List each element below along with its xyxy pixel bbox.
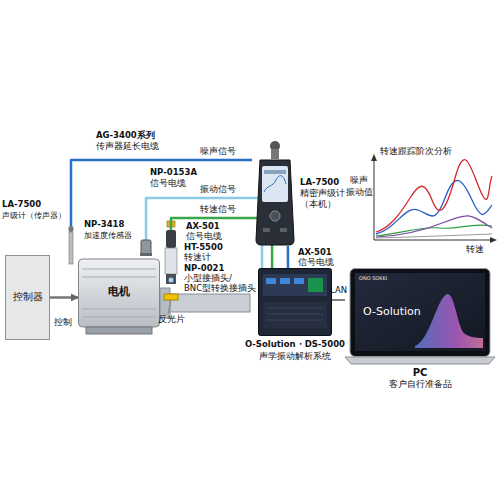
device-name: 声级计（传声器）	[2, 211, 66, 220]
node-label: 控制器	[5, 291, 50, 303]
sound-level-meter-shape	[252, 140, 298, 246]
cable-description: 信号电缆	[186, 232, 222, 242]
model-number: LA-7500	[300, 178, 339, 188]
axis-arrow	[490, 237, 497, 243]
accelerometer: NP-3418加速度传感器	[140, 240, 152, 256]
accelerometer-shape	[140, 240, 152, 256]
chart-curve	[376, 234, 492, 238]
part-description: BNC型转换接插头	[184, 284, 256, 294]
device-name: 加速度传感器	[84, 231, 132, 240]
cable-name: AG-3400系列	[96, 131, 155, 141]
part-description: 小型接插头/	[184, 274, 232, 284]
microphone-shape	[67, 226, 75, 264]
signal-cable	[146, 198, 262, 268]
device-note: （本机）	[300, 200, 336, 210]
model-number: LA-7500	[2, 200, 41, 210]
signal-label: LAN	[330, 286, 347, 296]
axis-label: 噪声	[350, 176, 368, 186]
signal-cable	[71, 160, 252, 226]
controller-box: 控制器	[5, 255, 50, 340]
part-number: NP-0021	[184, 264, 224, 274]
cable-description: 传声器延长电缆	[96, 142, 159, 152]
device-note: 客户自行准备品	[345, 379, 495, 389]
part-name: 反光片	[158, 315, 185, 325]
motor-shaft	[160, 294, 250, 312]
signal-cable	[332, 299, 345, 301]
model-number: O-Solution・DS-5000	[236, 340, 354, 350]
shaft-flange	[160, 288, 170, 318]
axis-label: 转速	[466, 245, 484, 255]
cable-description: 信号电缆	[150, 179, 186, 189]
motor: 电机	[78, 255, 160, 335]
tachometer-shape	[164, 230, 178, 284]
device-name: 声学振动解析系统	[236, 352, 354, 362]
axis-label: 振动值	[346, 188, 373, 198]
screen-logo: ONO SOKKI	[359, 276, 387, 282]
signal-label: 转速信号	[200, 205, 236, 215]
analyzer-box-shape	[258, 268, 332, 336]
chart-axis	[374, 158, 375, 240]
chart-axis	[374, 240, 492, 241]
chart-title: 转速跟踪阶次分析	[380, 146, 452, 156]
axis-arrow	[371, 154, 377, 161]
cable-name: NP-0153A	[150, 168, 197, 178]
chart-curve	[376, 180, 492, 234]
laptop-pc: ONO SOKKI O-SolutionPC客户自行准备品	[345, 268, 495, 393]
signal-cable	[50, 296, 78, 299]
device-name: 精密声级计	[300, 189, 345, 199]
device-name: PC	[345, 367, 495, 379]
signal-label: 噪声信号	[200, 147, 236, 157]
reflective-tape	[164, 294, 178, 300]
sound-level-meter: LA-7500精密声级计（本机）	[252, 140, 298, 246]
microphone: LA-7500声级计（传声器）	[67, 226, 75, 264]
signal-label: 振动信号	[200, 185, 236, 195]
chart-curve	[376, 160, 492, 232]
cable-name: AX-501	[298, 248, 332, 258]
leader-line	[168, 300, 171, 314]
signal-label: 控制	[54, 318, 72, 328]
node-label: 电机	[78, 286, 160, 299]
analyzer-unit: O-Solution・DS-5000声学振动解析系统	[258, 268, 332, 336]
tachometer: HT-5500转速计	[164, 230, 178, 284]
model-number: NP-3418	[84, 220, 124, 230]
cable-name: AX-501	[186, 222, 220, 232]
chart-curve	[376, 216, 492, 237]
screen-title: O-Solution	[363, 306, 421, 319]
cable-description: 信号电缆	[298, 258, 334, 268]
device-name: 转速计	[184, 253, 211, 263]
model-number: HT-5500	[184, 243, 223, 253]
signal-cable	[287, 246, 290, 268]
